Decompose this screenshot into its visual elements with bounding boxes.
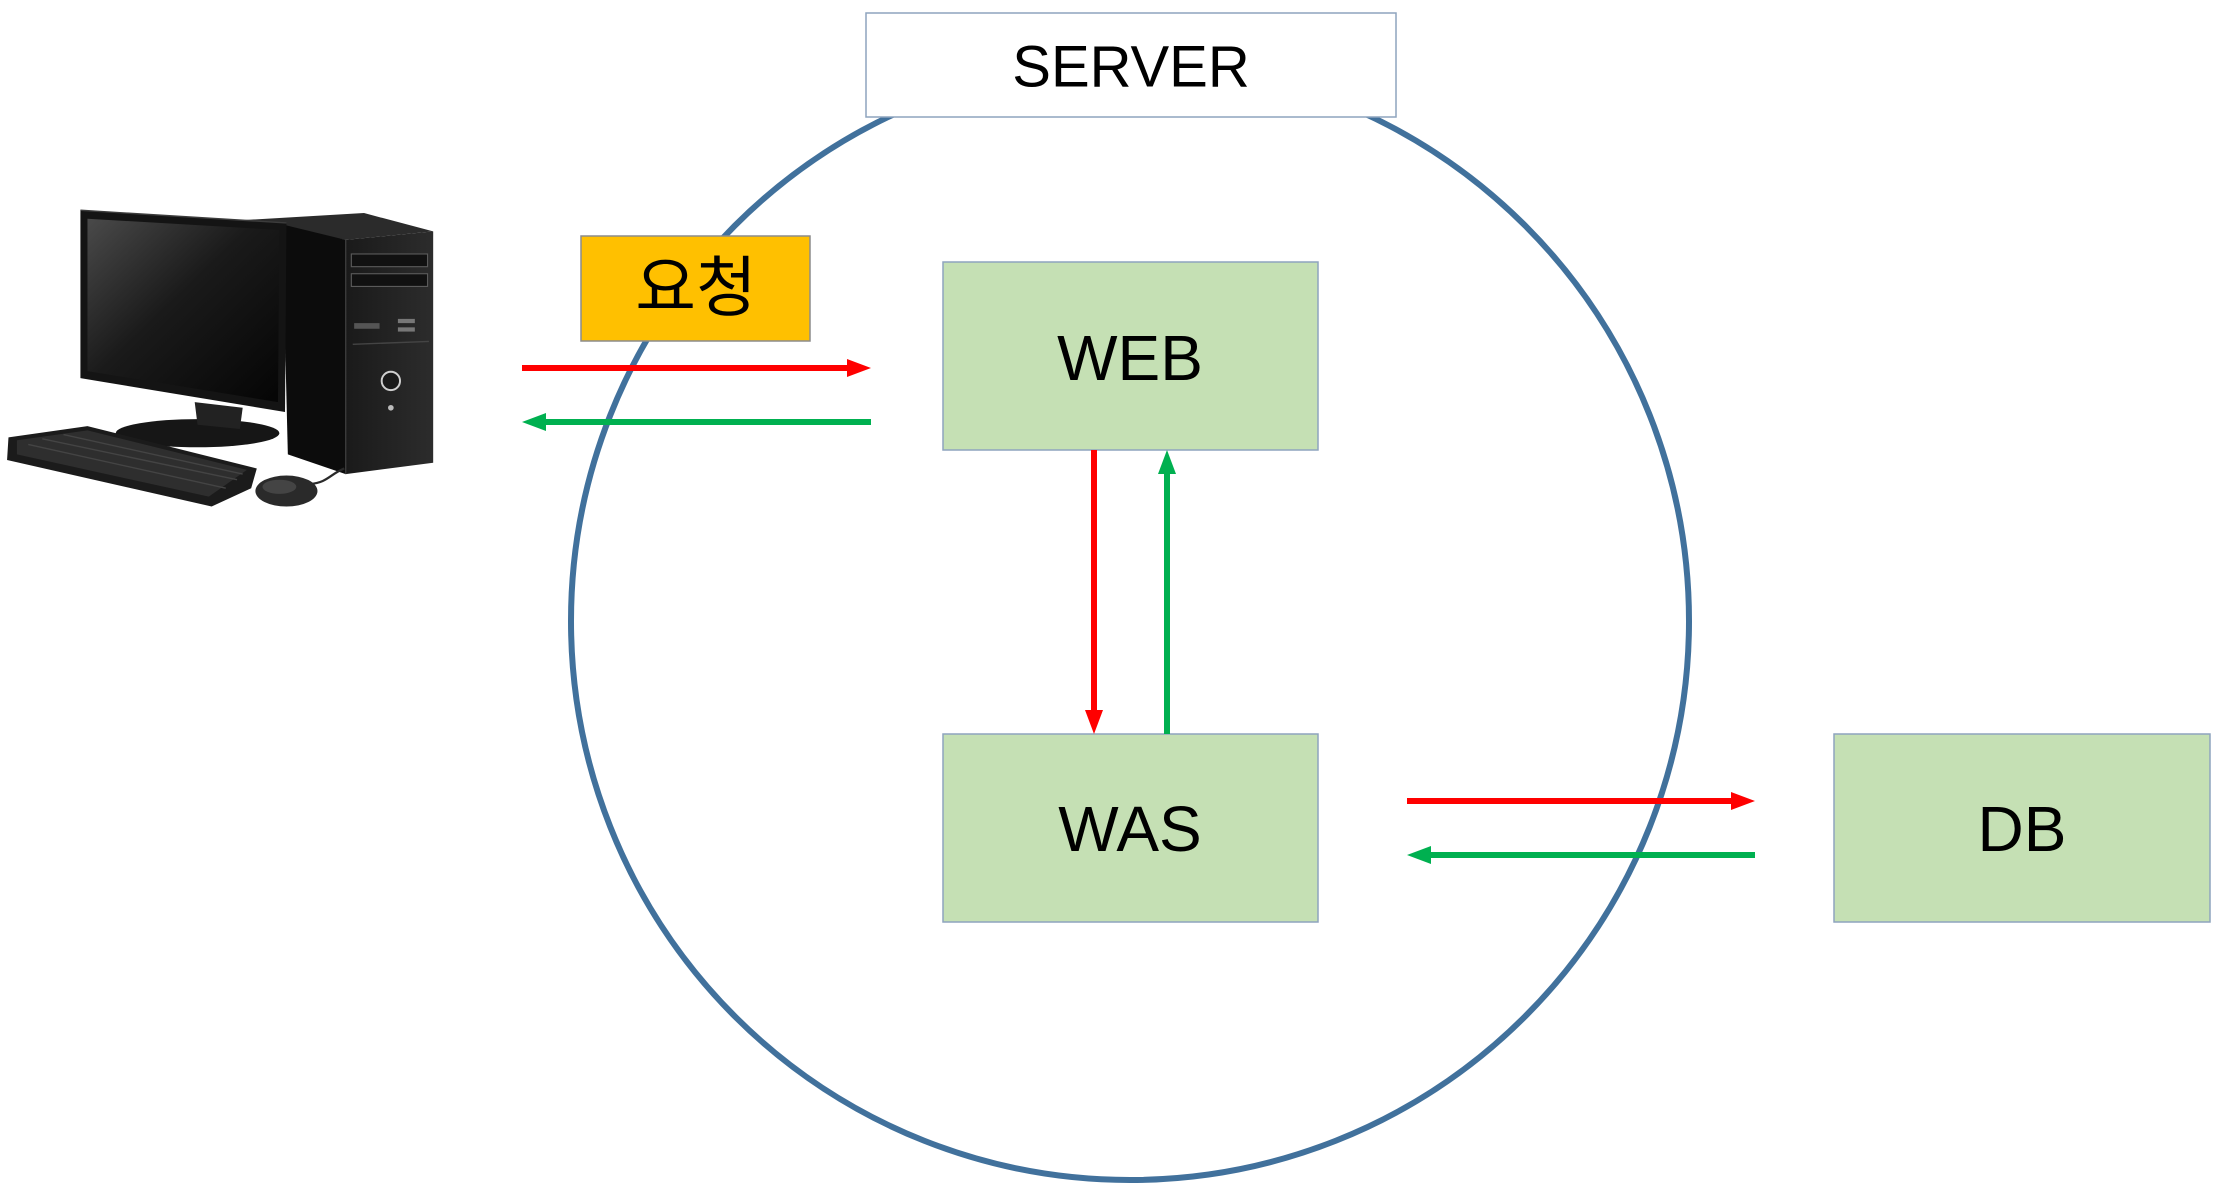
server-boundary-circle: [568, 59, 1692, 1183]
db-node-label: DB: [1978, 793, 2067, 865]
was-node: WAS: [942, 733, 1319, 923]
request-label: 요청: [635, 250, 756, 327]
web-node: WEB: [942, 261, 1319, 451]
mouse: [255, 467, 345, 507]
tower-case: [242, 213, 434, 475]
was-node-label: WAS: [1058, 793, 1201, 865]
server-label: SERVER: [1012, 35, 1249, 100]
dell-logo: [380, 370, 402, 392]
monitor: [80, 209, 287, 448]
request-badge: 요청: [580, 235, 811, 342]
keyboard: [7, 426, 257, 507]
power-button: [388, 404, 394, 411]
server-label-box: SERVER: [865, 12, 1397, 118]
db-node: DB: [1833, 733, 2211, 923]
desktop-computer-icon: [7, 209, 434, 507]
monitor-screen: [87, 218, 280, 403]
web-node-label: WEB: [1057, 322, 1203, 394]
